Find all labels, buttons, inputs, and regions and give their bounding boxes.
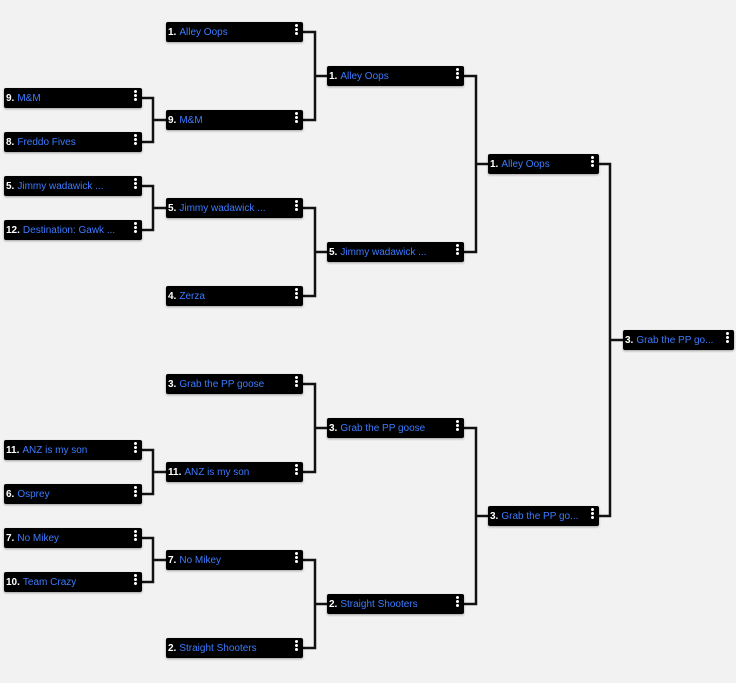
more-vertical-icon[interactable] bbox=[133, 530, 137, 541]
more-vertical-icon[interactable] bbox=[294, 288, 298, 299]
more-vertical-icon[interactable] bbox=[590, 156, 594, 167]
team-name: M&M bbox=[179, 114, 203, 126]
team-seed: 1. bbox=[329, 70, 338, 82]
team-seed: 5. bbox=[329, 246, 338, 258]
team-name: Jimmy wadawick ... bbox=[17, 180, 104, 192]
team-seed: 9. bbox=[6, 92, 15, 104]
team-seed: 2. bbox=[168, 642, 177, 654]
match-slot-mm-r1[interactable]: 9. M&M bbox=[4, 88, 142, 108]
team-name: Grab the PP go... bbox=[636, 334, 714, 346]
match-slot-anz-is-my-son-r2[interactable]: 11. ANZ is my son bbox=[166, 462, 303, 482]
more-vertical-icon[interactable] bbox=[455, 420, 459, 431]
team-seed: 1. bbox=[168, 26, 177, 38]
more-vertical-icon[interactable] bbox=[133, 486, 137, 497]
match-slot-straight-shooters-r2[interactable]: 2. Straight Shooters bbox=[166, 638, 303, 658]
more-vertical-icon[interactable] bbox=[294, 640, 298, 651]
more-vertical-icon[interactable] bbox=[455, 68, 459, 79]
match-slot-grab-pp-goose-r4[interactable]: 3. Grab the PP go... bbox=[488, 506, 599, 526]
more-vertical-icon[interactable] bbox=[294, 552, 298, 563]
team-name: Zerza bbox=[179, 290, 205, 302]
team-seed: 11. bbox=[6, 444, 20, 456]
team-name: Osprey bbox=[17, 488, 50, 500]
team-seed: 3. bbox=[625, 334, 634, 346]
team-seed: 7. bbox=[168, 554, 177, 566]
more-vertical-icon[interactable] bbox=[133, 178, 137, 189]
more-vertical-icon[interactable] bbox=[725, 332, 729, 343]
match-slot-jimmy-wadawick-r1[interactable]: 5. Jimmy wadawick ... bbox=[4, 176, 142, 196]
match-slot-destination-gawk-r1[interactable]: 12. Destination: Gawk ... bbox=[4, 220, 142, 240]
team-name: ANZ is my son bbox=[22, 444, 88, 456]
team-seed: 10. bbox=[6, 576, 20, 588]
more-vertical-icon[interactable] bbox=[294, 112, 298, 123]
match-slot-mm-r2[interactable]: 9. M&M bbox=[166, 110, 303, 130]
team-name: Jimmy wadawick ... bbox=[340, 246, 427, 258]
match-slot-jimmy-wadawick-r3[interactable]: 5. Jimmy wadawick ... bbox=[327, 242, 464, 262]
match-slot-team-crazy-r1[interactable]: 10. Team Crazy bbox=[4, 572, 142, 592]
team-seed: 8. bbox=[6, 136, 15, 148]
more-vertical-icon[interactable] bbox=[294, 464, 298, 475]
team-name: Grab the PP goose bbox=[179, 378, 265, 390]
more-vertical-icon[interactable] bbox=[294, 200, 298, 211]
team-name: Straight Shooters bbox=[179, 642, 257, 654]
match-slot-freddo-fives-r1[interactable]: 8. Freddo Fives bbox=[4, 132, 142, 152]
team-seed: 6. bbox=[6, 488, 15, 500]
team-name: Straight Shooters bbox=[340, 598, 418, 610]
match-slot-grab-pp-goose-r2[interactable]: 3. Grab the PP goose bbox=[166, 374, 303, 394]
match-slot-straight-shooters-r3[interactable]: 2. Straight Shooters bbox=[327, 594, 464, 614]
team-seed: 9. bbox=[168, 114, 177, 126]
team-name: M&M bbox=[17, 92, 41, 104]
more-vertical-icon[interactable] bbox=[455, 244, 459, 255]
more-vertical-icon[interactable] bbox=[133, 134, 137, 145]
match-slot-alley-oops-r4[interactable]: 1. Alley Oops bbox=[488, 154, 599, 174]
team-name: Jimmy wadawick ... bbox=[179, 202, 266, 214]
match-slot-osprey-r1[interactable]: 6. Osprey bbox=[4, 484, 142, 504]
team-name: Alley Oops bbox=[179, 26, 228, 38]
team-seed: 2. bbox=[329, 598, 338, 610]
match-slot-zerza-r2[interactable]: 4. Zerza bbox=[166, 286, 303, 306]
more-vertical-icon[interactable] bbox=[133, 90, 137, 101]
more-vertical-icon[interactable] bbox=[294, 376, 298, 387]
team-seed: 3. bbox=[168, 378, 177, 390]
match-slot-jimmy-wadawick-r2[interactable]: 5. Jimmy wadawick ... bbox=[166, 198, 303, 218]
team-name: Alley Oops bbox=[340, 70, 389, 82]
more-vertical-icon[interactable] bbox=[133, 442, 137, 453]
team-seed: 3. bbox=[490, 510, 499, 522]
team-name: Grab the PP goose bbox=[340, 422, 426, 434]
team-seed: 4. bbox=[168, 290, 177, 302]
team-seed: 5. bbox=[168, 202, 177, 214]
team-seed: 11. bbox=[168, 466, 182, 478]
match-slot-final-champion[interactable]: 3. Grab the PP go... bbox=[623, 330, 734, 350]
team-name: Grab the PP go... bbox=[501, 510, 579, 522]
more-vertical-icon[interactable] bbox=[294, 24, 298, 35]
more-vertical-icon[interactable] bbox=[133, 574, 137, 585]
team-seed: 12. bbox=[6, 224, 20, 236]
match-slot-no-mikey-r1[interactable]: 7. No Mikey bbox=[4, 528, 142, 548]
team-name: No Mikey bbox=[17, 532, 60, 544]
match-slot-anz-is-my-son-r1[interactable]: 11. ANZ is my son bbox=[4, 440, 142, 460]
team-name: Team Crazy bbox=[22, 576, 77, 588]
more-vertical-icon[interactable] bbox=[455, 596, 459, 607]
team-name: Destination: Gawk ... bbox=[22, 224, 116, 236]
team-name: Freddo Fives bbox=[17, 136, 76, 148]
match-slot-no-mikey-r2[interactable]: 7. No Mikey bbox=[166, 550, 303, 570]
team-seed: 3. bbox=[329, 422, 338, 434]
match-slot-alley-oops-r2[interactable]: 1. Alley Oops bbox=[166, 22, 303, 42]
team-seed: 7. bbox=[6, 532, 15, 544]
more-vertical-icon[interactable] bbox=[133, 222, 137, 233]
more-vertical-icon[interactable] bbox=[590, 508, 594, 519]
team-name: Alley Oops bbox=[501, 158, 550, 170]
team-seed: 5. bbox=[6, 180, 15, 192]
match-slot-alley-oops-r3[interactable]: 1. Alley Oops bbox=[327, 66, 464, 86]
team-name: ANZ is my son bbox=[184, 466, 250, 478]
team-seed: 1. bbox=[490, 158, 499, 170]
match-slot-grab-pp-goose-r3[interactable]: 3. Grab the PP goose bbox=[327, 418, 464, 438]
team-name: No Mikey bbox=[179, 554, 222, 566]
